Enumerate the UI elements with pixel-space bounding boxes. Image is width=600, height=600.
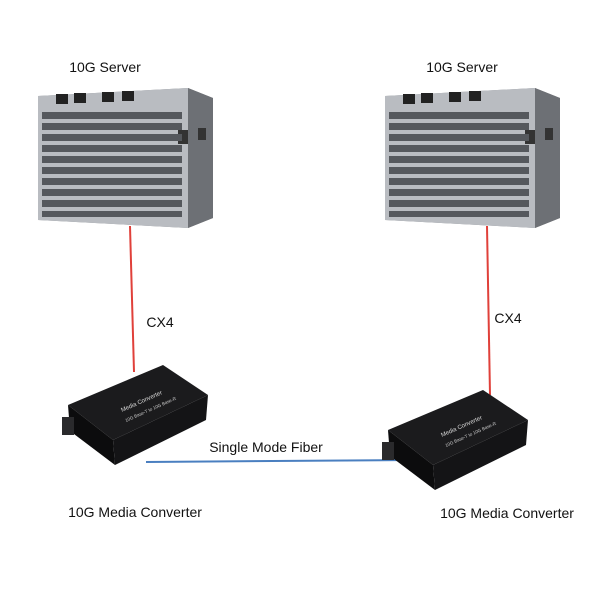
fiber-link (145, 459, 411, 463)
converter-right-label: 10G Media Converter (440, 505, 574, 521)
cx4-right-label: CX4 (494, 310, 522, 326)
server-right-label: 10G Server (426, 59, 498, 75)
fiber-label: Single Mode Fiber (209, 439, 323, 455)
server-left-label: 10G Server (69, 59, 141, 75)
server-right-image (385, 88, 560, 228)
cx4-left-label: CX4 (146, 314, 174, 330)
cable-right-cx4 (486, 225, 491, 396)
converter-left-label: 10G Media Converter (68, 504, 202, 520)
server-left-image (38, 88, 213, 228)
cable-left-cx4 (129, 225, 135, 373)
